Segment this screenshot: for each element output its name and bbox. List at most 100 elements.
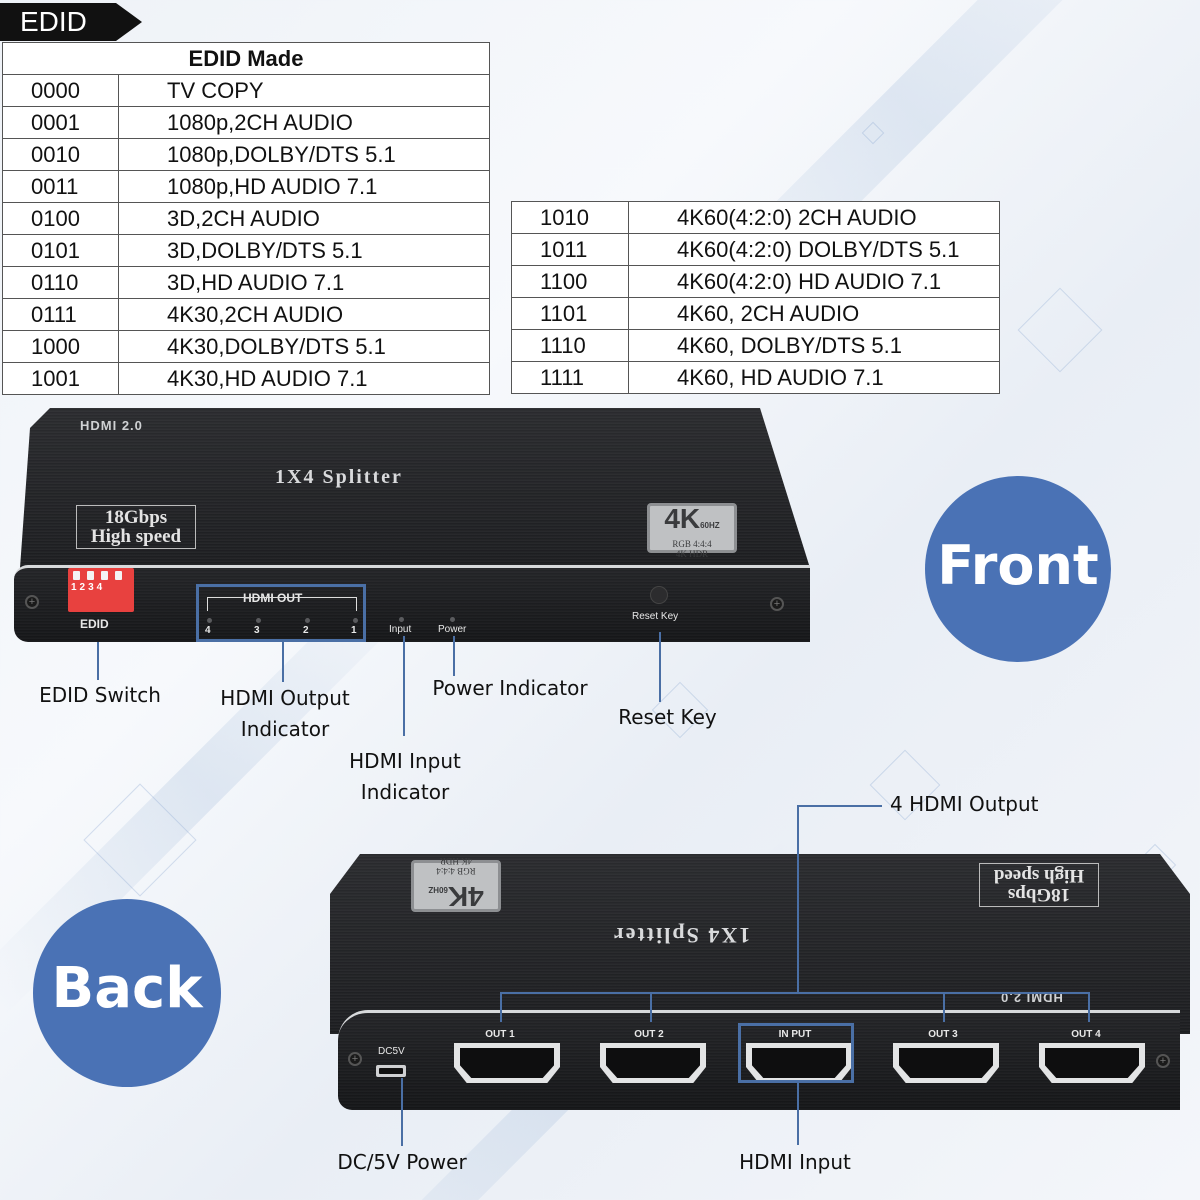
callout-line xyxy=(797,1083,799,1145)
hdmi-output-indicator-callout: HDMI Output Indicator xyxy=(220,686,350,741)
hdmi-out-bracket xyxy=(207,597,357,611)
model-title: 1X4 Splitter xyxy=(275,466,403,488)
hdmi-input-port[interactable] xyxy=(746,1043,852,1083)
edid-dip-switch[interactable]: 1234 xyxy=(68,568,134,612)
port-label: OUT 4 xyxy=(1071,1029,1101,1040)
hdmi-out-callout-box xyxy=(196,584,366,642)
led-out-2 xyxy=(305,618,310,623)
callout-line xyxy=(1088,992,1090,1022)
4k-badge: 4K60HZ RGB 4:4:4 4K HDR xyxy=(647,503,737,559)
callout-line xyxy=(943,992,945,1022)
callout-line xyxy=(453,636,455,676)
reset-key-callout: Reset Key xyxy=(618,705,717,729)
callout-line xyxy=(797,805,882,807)
4k-badge: 4K60HZ RGB 4:4:4 4K HDR xyxy=(411,856,501,912)
hdmi-input-callout-box xyxy=(738,1023,854,1083)
edid-code: 0010 xyxy=(2,138,119,171)
speed-line-1: 18Gbps xyxy=(104,507,168,528)
screw-icon: + xyxy=(348,1052,362,1066)
edid-code: 0100 xyxy=(2,202,119,235)
edid-code: 0111 xyxy=(2,298,119,331)
front-view-label: Front xyxy=(925,476,1111,662)
edid-mode: 3D,2CH AUDIO xyxy=(118,202,490,235)
hdmi-input-callout: HDMI Input xyxy=(739,1150,851,1174)
edid-switch-callout: EDID Switch xyxy=(39,683,161,707)
led-out-1 xyxy=(353,618,358,623)
edid-code: 1100 xyxy=(511,265,629,298)
reset-panel-label: Reset Key xyxy=(632,611,679,622)
back-view-label: Back xyxy=(33,899,221,1087)
dip-switch-numbers: 1234 xyxy=(71,582,106,593)
edid-mode: 4K30,DOLBY/DTS 5.1 xyxy=(118,330,490,363)
edid-mode: 3D,HD AUDIO 7.1 xyxy=(118,266,490,299)
speed-badge: 18Gbps High speed xyxy=(979,863,1099,907)
dc5v-power-port[interactable] xyxy=(376,1065,406,1077)
edid-code: 0110 xyxy=(2,266,119,299)
dc-power-callout: DC/5V Power xyxy=(337,1150,467,1174)
hdmi-input-indicator-callout: HDMI Input Indicator xyxy=(349,749,461,804)
hdmi-out-4-port[interactable] xyxy=(1039,1043,1145,1083)
led-out-4 xyxy=(207,618,212,623)
callout-line xyxy=(282,642,284,682)
screw-icon: + xyxy=(1156,1054,1170,1068)
edid-mode: 4K60(4:2:0) DOLBY/DTS 5.1 xyxy=(628,233,1000,266)
led-number: 2 xyxy=(303,625,309,636)
input-panel-label: Input xyxy=(389,624,412,635)
edid-mode: 1080p,DOLBY/DTS 5.1 xyxy=(118,138,490,171)
edid-mode: 4K60(4:2:0) 2CH AUDIO xyxy=(628,201,1000,234)
led-number: 1 xyxy=(351,625,357,636)
power-panel-label: Power xyxy=(438,624,467,635)
hdmi-out-2-port[interactable] xyxy=(600,1043,706,1083)
power-indicator-callout: Power Indicator xyxy=(432,676,588,700)
callout-line xyxy=(403,636,405,736)
edid-code: 0000 xyxy=(2,74,119,107)
led-number: 4 xyxy=(205,625,211,636)
edid-mode: 4K60(4:2:0) HD AUDIO 7.1 xyxy=(628,265,1000,298)
callout-line xyxy=(97,642,99,680)
speed-badge: 18Gbps High speed xyxy=(76,505,196,549)
edid-code: 0011 xyxy=(2,170,119,203)
edid-code: 0101 xyxy=(2,234,119,267)
background-diamond xyxy=(1017,287,1103,373)
edid-code: 1010 xyxy=(511,201,629,234)
model-title: 1X4 Splitter xyxy=(612,923,751,948)
port-label: OUT 2 xyxy=(634,1029,664,1040)
screw-icon: + xyxy=(25,595,39,609)
edid-code: 1101 xyxy=(511,297,629,330)
port-label: OUT 1 xyxy=(485,1029,515,1040)
led-number: 3 xyxy=(254,625,260,636)
4k-badge-line-2: 4K HDR xyxy=(675,549,709,559)
edid-mode: 4K60, 2CH AUDIO xyxy=(628,297,1000,330)
port-label: OUT 3 xyxy=(928,1029,958,1040)
led-out-3 xyxy=(256,618,261,623)
reset-key-button[interactable] xyxy=(650,586,668,604)
callout-line xyxy=(500,992,502,1022)
hdmi-out-3-port[interactable] xyxy=(893,1043,999,1083)
led-power xyxy=(450,617,455,622)
edid-code: 1110 xyxy=(511,329,629,362)
edid-table-title: EDID Made xyxy=(2,42,490,75)
edid-mode: 3D,DOLBY/DTS 5.1 xyxy=(118,234,490,267)
edid-code: 1111 xyxy=(511,361,629,394)
edid-mode: TV COPY xyxy=(118,74,490,107)
callout-line xyxy=(650,992,652,1022)
edid-code: 1011 xyxy=(511,233,629,266)
hdmi-out-1-port[interactable] xyxy=(454,1043,560,1083)
dc5v-label: DC5V xyxy=(378,1046,405,1057)
edid-panel-label: EDID xyxy=(80,617,109,631)
speed-line-2: High speed xyxy=(90,526,182,547)
edid-code: 1000 xyxy=(2,330,119,363)
hdmi-logo: HDMI 2.0 xyxy=(80,418,143,433)
screw-icon: + xyxy=(770,597,784,611)
